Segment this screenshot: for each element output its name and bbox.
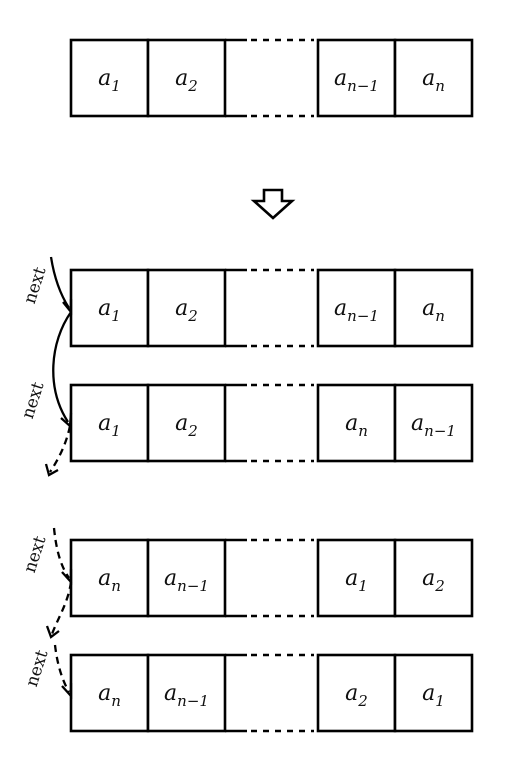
array-cell: [69, 38, 150, 118]
cell-label: an: [345, 411, 368, 440]
cell-label: a2: [175, 66, 198, 95]
array-cell: [316, 268, 397, 348]
array-cell: [393, 38, 474, 118]
cell-label: a1: [98, 411, 121, 440]
next-arrow-continue: [49, 425, 72, 473]
hollow-down-arrow-icon: [250, 188, 296, 220]
array-cell: [146, 538, 227, 618]
next-arrowhead-3: [61, 569, 73, 585]
array-cell: [69, 538, 150, 618]
array-cell: [316, 653, 397, 733]
array-cell: [393, 538, 474, 618]
next-label-4: next: [22, 647, 53, 689]
array-cell: [316, 38, 397, 118]
cell-label: an: [422, 296, 445, 325]
next-arrowhead-continue: [44, 463, 59, 477]
array-row-3: a1 a2 an an−1: [69, 383, 474, 463]
array-cell: [393, 383, 474, 463]
array-cell: [316, 383, 397, 463]
cell-label: an−1: [164, 566, 209, 595]
next-arrow-4: [53, 644, 70, 693]
array-cell: [393, 268, 474, 348]
cell-label: an−1: [164, 681, 209, 710]
cell-label: a2: [175, 411, 198, 440]
array-cell: [316, 538, 397, 618]
next-label-1: next: [20, 264, 51, 306]
next-arrow-3: [52, 527, 70, 579]
cell-label: an−1: [334, 66, 379, 95]
array-cell: [146, 38, 227, 118]
cell-label: a2: [422, 566, 445, 595]
array-row-5: an an−1 a2 a1: [69, 653, 474, 733]
next-arrowhead-4: [61, 683, 73, 699]
array-cell: [393, 653, 474, 733]
next-arrowhead-between: [45, 625, 60, 639]
next-arrow-2: [52, 311, 72, 423]
array-cell: [146, 268, 227, 348]
cell-label: an−1: [411, 411, 456, 440]
next-label-3: next: [20, 533, 51, 575]
cell-label: a1: [98, 296, 121, 325]
array-cell: [69, 268, 150, 348]
array-row-2: a1 a2 an−1 an: [69, 268, 474, 348]
next-arrow-1: [49, 256, 70, 309]
cell-label: a2: [175, 296, 198, 325]
cell-label: an: [98, 566, 121, 595]
cell-label: a1: [345, 566, 368, 595]
array-cell: [69, 383, 150, 463]
array-cell: [146, 383, 227, 463]
array-row-4: an an−1 a1 a2: [69, 538, 474, 618]
array-rows: a1 a2 an−1 an a1 a2 an−1 an a1 a2 an an−1 an an−1 a1 a2…: [69, 38, 474, 733]
array-cell: [146, 653, 227, 733]
cell-label: an: [98, 681, 121, 710]
cell-label: an−1: [334, 296, 379, 325]
cell-label: a2: [345, 681, 368, 710]
next-arrows: next next next next: [18, 256, 73, 699]
cell-label: an: [422, 66, 445, 95]
cell-label: a1: [422, 681, 445, 710]
next-label-2: next: [18, 379, 49, 421]
next-arrow-between: [50, 581, 73, 635]
cell-label: a1: [98, 66, 121, 95]
array-row-1: a1 a2 an−1 an: [69, 38, 474, 118]
array-cell: [69, 653, 150, 733]
